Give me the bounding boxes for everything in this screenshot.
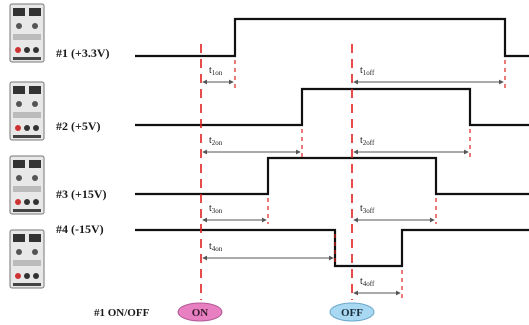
t4off-label: t4off xyxy=(360,276,375,288)
t2on-label: t2on xyxy=(209,135,223,147)
on-button[interactable]: ON xyxy=(178,303,222,321)
control-label: #1 ON/OFF xyxy=(94,307,150,319)
t1off-label: t1off xyxy=(360,65,375,77)
t4on-label: t4on xyxy=(209,241,223,253)
channel-label-4: #4 (-15V) xyxy=(56,222,104,236)
waveform-channel-1 xyxy=(135,19,529,56)
channel-label-1: #1 (+3.3V) xyxy=(56,46,110,60)
waveform-channel-4 xyxy=(135,230,529,266)
off-button-label: OFF xyxy=(341,307,363,319)
waveform-channel-2 xyxy=(135,89,529,125)
off-button[interactable]: OFF xyxy=(330,303,374,321)
power-supply-device-icon xyxy=(10,4,44,62)
waveform-channel-3 xyxy=(135,158,529,194)
power-supply-device-icon xyxy=(10,82,44,140)
power-supply-device-icon xyxy=(10,156,44,214)
t3off-label: t3off xyxy=(360,203,375,215)
power-supply-device-icon xyxy=(10,230,44,288)
t1on-label: t1on xyxy=(209,65,223,77)
channel-label-2: #2 (+5V) xyxy=(56,119,101,133)
channel-label-3: #3 (+15V) xyxy=(56,187,107,201)
on-button-label: ON xyxy=(192,307,209,319)
t2off-label: t2off xyxy=(360,135,375,147)
t3on-label: t3on xyxy=(209,203,223,215)
